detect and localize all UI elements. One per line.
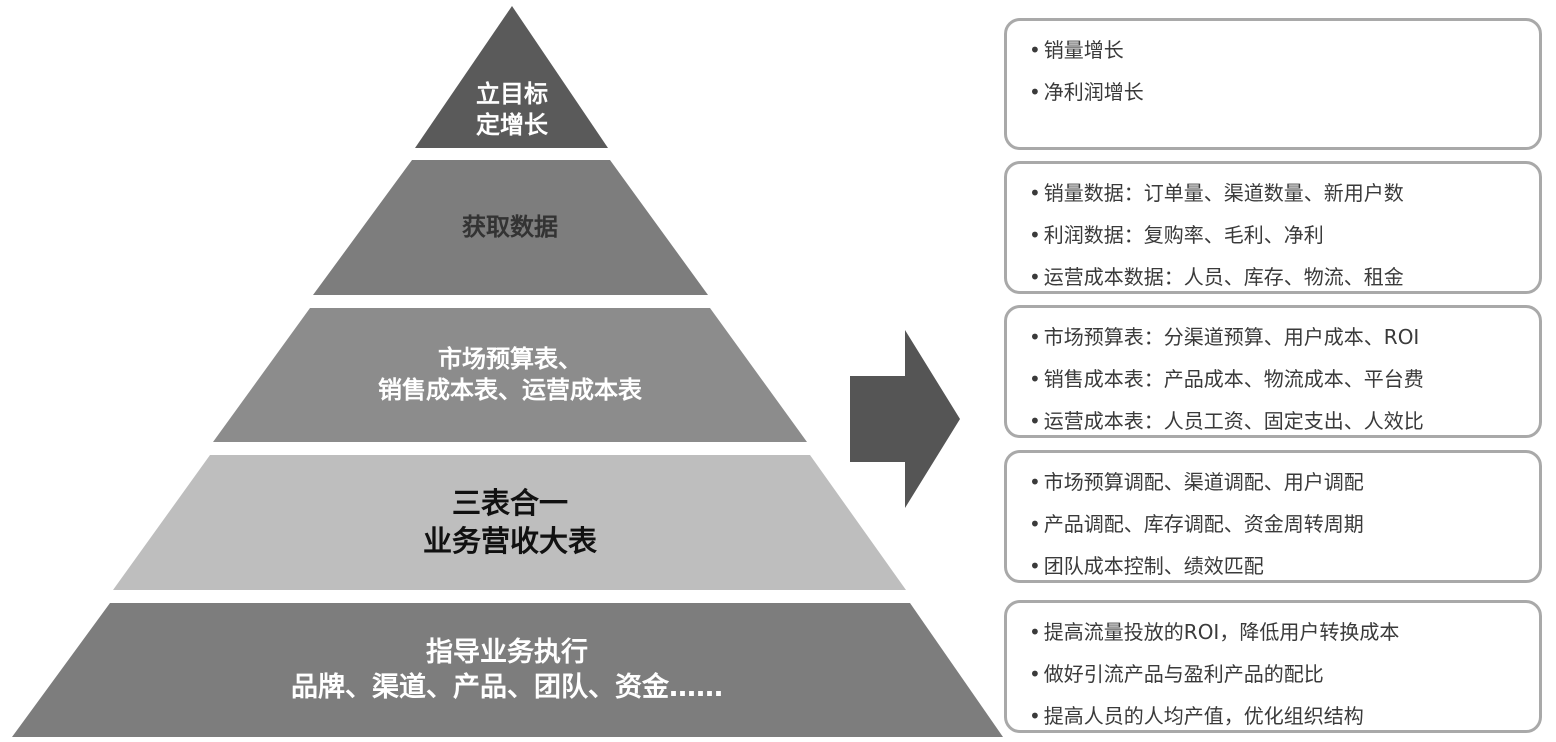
detail-item: 利润数据：复购率、毛利、净利	[1029, 214, 1539, 256]
detail-item: 市场预算调配、渠道调配、用户调配	[1029, 461, 1539, 503]
detail-item: 提高流量投放的ROI，降低用户转换成本	[1029, 611, 1539, 653]
pyramid-layer-3	[213, 308, 807, 442]
pyramid-layer-5-label: 指导业务执行 品牌、渠道、产品、团队、资金……	[12, 603, 1002, 737]
pyramid-layer-2-label: 获取数据	[310, 160, 710, 295]
pyramid-layer-1	[415, 6, 608, 148]
detail-item: 市场预算表：分渠道预算、用户成本、ROI	[1029, 316, 1539, 358]
detail-item: 销售成本表：产品成本、物流成本、平台费	[1029, 358, 1539, 400]
detail-item: 运营成本表：人员工资、固定支出、人效比	[1029, 400, 1539, 442]
layer-line: 指导业务执行	[426, 636, 588, 668]
detail-item: 提高人员的人均产值，优化组织结构	[1029, 695, 1539, 737]
pyramid-layer-4-label: 三表合一 业务营收大表	[110, 455, 910, 590]
layer-line: 业务营收大表	[422, 523, 597, 558]
layer-line: 三表合一	[451, 485, 568, 520]
detail-item: 运营成本数据：人员、库存、物流、租金	[1029, 256, 1539, 298]
layer-line: 立目标	[476, 79, 548, 108]
pyramid-layer-1-label: 立目标 定增长	[412, 72, 612, 148]
layer-line: 定增长	[476, 111, 548, 139]
layer-line: 获取数据	[462, 212, 558, 241]
detail-item: 销量增长	[1029, 29, 1539, 71]
layer-line: 市场预算表、	[438, 344, 582, 373]
detail-box-2: 销量数据：订单量、渠道数量、新用户数 利润数据：复购率、毛利、净利 运营成本数据…	[1004, 161, 1542, 294]
detail-box-5: 提高流量投放的ROI，降低用户转换成本 做好引流产品与盈利产品的配比 提高人员的…	[1004, 600, 1542, 733]
layer-line: 销售成本表、运营成本表	[378, 376, 642, 404]
right-arrow-icon	[850, 330, 960, 508]
pyramid-layer-5	[12, 603, 1003, 737]
detail-box-4: 市场预算调配、渠道调配、用户调配 产品调配、库存调配、资金周转周期 团队成本控制…	[1004, 450, 1542, 583]
detail-box-1: 销量增长 净利润增长	[1004, 18, 1542, 150]
pyramid-layer-4	[113, 455, 906, 590]
pyramid-layer-3-label: 市场预算表、 销售成本表、运营成本表	[210, 308, 810, 442]
detail-item: 销量数据：订单量、渠道数量、新用户数	[1029, 172, 1539, 214]
pyramid-layer-2	[313, 160, 708, 295]
detail-item: 团队成本控制、绩效匹配	[1029, 545, 1539, 587]
detail-item: 净利润增长	[1029, 71, 1539, 113]
layer-line: 品牌、渠道、产品、团队、资金……	[291, 672, 723, 703]
detail-item: 产品调配、库存调配、资金周转周期	[1029, 503, 1539, 545]
detail-box-3: 市场预算表：分渠道预算、用户成本、ROI 销售成本表：产品成本、物流成本、平台费…	[1004, 305, 1542, 438]
pyramid-diagram	[12, 6, 1003, 737]
detail-item: 做好引流产品与盈利产品的配比	[1029, 653, 1539, 695]
